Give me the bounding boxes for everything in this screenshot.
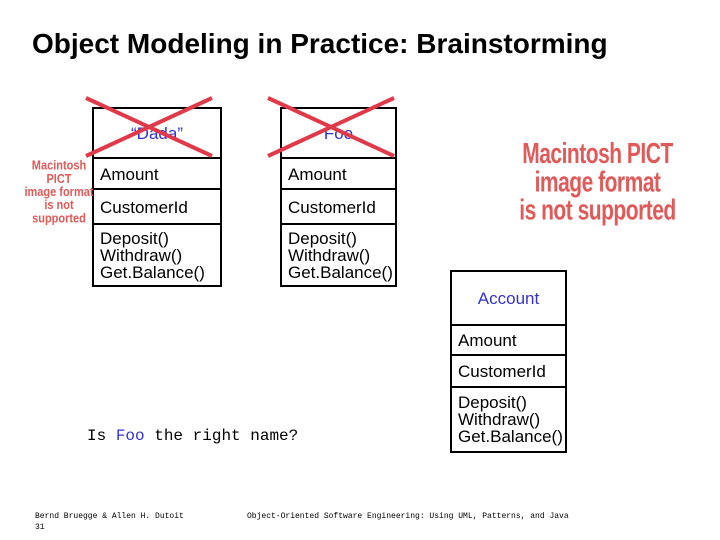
account-class-box: Account Amount CustomerId Deposit() With… xyxy=(450,270,567,453)
foo-attr-amount: Amount xyxy=(282,159,395,190)
dada-attr-amount: Amount xyxy=(94,159,220,190)
account-op-withdraw: Withdraw() xyxy=(458,410,541,429)
footer-page-number: 31 xyxy=(35,523,45,532)
foo-class-name: Foo xyxy=(282,109,395,159)
unsupported-image-placeholder-large: Macintosh PICT image format is not suppo… xyxy=(515,140,680,225)
dada-op-getbalance: Get.Balance() xyxy=(100,262,205,282)
account-attr-customerid: CustomerId xyxy=(452,356,565,388)
dada-operations: Deposit() Withdraw() Get.Balance() xyxy=(94,225,220,285)
dada-class-box: “Dada” Amount CustomerId Deposit() Withd… xyxy=(92,107,222,287)
account-operations: Deposit() Withdraw() Get.Balance() xyxy=(452,388,565,451)
account-op-deposit: Deposit() xyxy=(458,393,527,412)
pict-small-line3: is not supported xyxy=(32,198,86,226)
foo-class-box: Foo Amount CustomerId Deposit() Withdraw… xyxy=(280,107,397,287)
question-suffix: the right name? xyxy=(144,427,299,445)
foo-op-deposit: Deposit() xyxy=(288,228,357,248)
pict-large-line1: Macintosh PICT xyxy=(522,138,673,170)
foo-op-withdraw: Withdraw() xyxy=(288,245,371,265)
dada-op-deposit: Deposit() xyxy=(100,228,169,248)
question-prefix: Is xyxy=(87,427,116,445)
pict-small-line2: image format xyxy=(24,185,94,200)
account-attr-amount: Amount xyxy=(452,326,565,356)
foo-attr-customerid: CustomerId xyxy=(282,190,395,225)
pict-large-line3: is not supported xyxy=(519,195,676,227)
dada-attr-customerid: CustomerId xyxy=(94,190,220,225)
question-foo-highlight: Foo xyxy=(115,427,145,445)
pict-small-line1: Macintosh PICT xyxy=(31,158,87,187)
naming-question: Is Foo the right name? xyxy=(87,427,298,445)
dada-op-withdraw: Withdraw() xyxy=(100,245,183,265)
footer-authors-block: Bernd Bruegge & Allen H. Dutoit 31 xyxy=(35,511,184,533)
dada-class-name: “Dada” xyxy=(94,109,220,159)
pict-large-line2: image format xyxy=(534,167,661,199)
foo-op-getbalance: Get.Balance() xyxy=(288,262,393,282)
unsupported-image-placeholder-small: Macintosh PICT image format is not suppo… xyxy=(24,158,94,226)
slide-title: Object Modeling in Practice: Brainstormi… xyxy=(32,28,608,59)
footer-book-title: Object-Oriented Software Engineering: Us… xyxy=(247,512,569,521)
account-op-getbalance: Get.Balance() xyxy=(458,427,563,446)
footer-authors: Bernd Bruegge & Allen H. Dutoit xyxy=(35,512,184,521)
foo-operations: Deposit() Withdraw() Get.Balance() xyxy=(282,225,395,285)
account-class-name: Account xyxy=(452,272,565,326)
